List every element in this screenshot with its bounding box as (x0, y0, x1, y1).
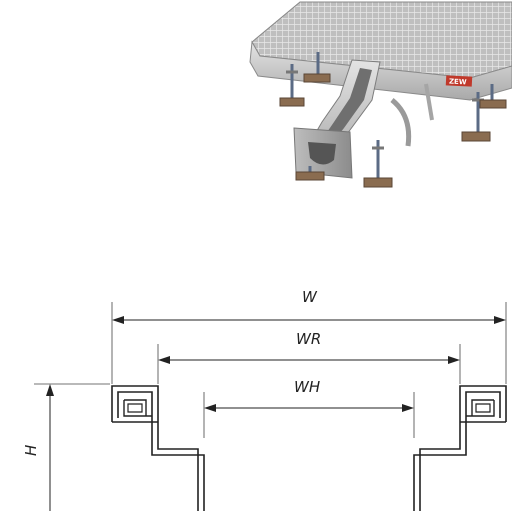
dimension-h: H (22, 384, 54, 511)
leveling-foot-front (363, 140, 393, 188)
dimension-h-label: H (22, 445, 40, 456)
dimension-w-label: W (302, 288, 318, 306)
extension-lines (34, 302, 507, 438)
support-strap (390, 98, 412, 147)
cross-section-drawing: W WR WH H (22, 288, 507, 511)
left-lip-fold (112, 399, 158, 423)
channel-front-wall (249, 40, 512, 101)
leveling-foot-back (303, 52, 331, 83)
product-illustration: ZEW (249, 1, 512, 188)
dimension-wh-label: WH (294, 378, 320, 396)
spout-outlet-hole (308, 142, 336, 165)
dimension-wr-label: WR (296, 330, 321, 348)
leveling-foot-left (279, 64, 305, 107)
leveling-foot-spout (295, 166, 325, 181)
dimension-wh: WH (204, 378, 414, 412)
leveling-foot-far-right (479, 84, 507, 109)
channel-profile-outer (111, 385, 507, 511)
brand-label: ZEW (449, 77, 467, 86)
dimension-wr: WR (158, 330, 460, 364)
right-lip-fold (460, 399, 506, 423)
brand-plate (445, 75, 473, 87)
support-leg-right-strap (424, 83, 434, 121)
dimension-w: W (112, 288, 506, 324)
channel-profile-inner (117, 391, 501, 511)
